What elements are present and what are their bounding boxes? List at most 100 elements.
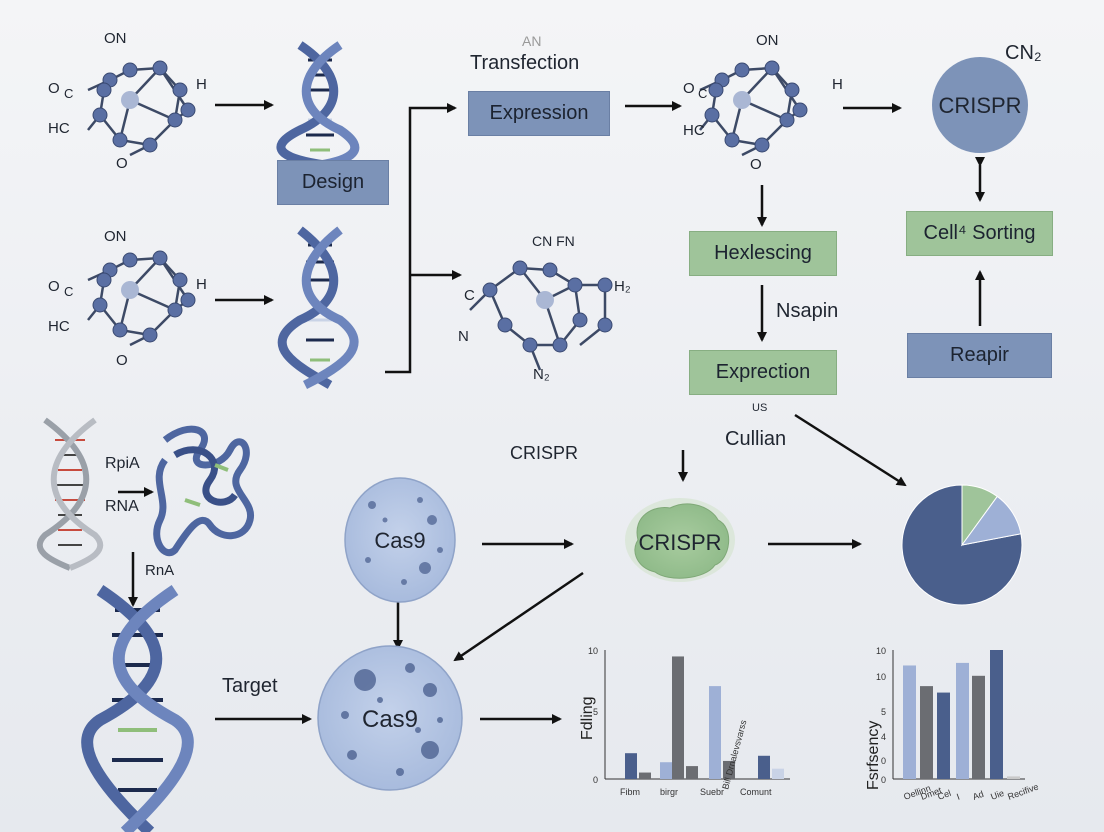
crispr-circle-label: CRISPR	[938, 93, 1022, 118]
bar2-category: Recifive	[1006, 782, 1040, 802]
bar2-bar	[903, 665, 916, 779]
bar2-ytick: 10	[876, 672, 886, 682]
bar2-ytick: 0	[881, 775, 886, 785]
bar2-bar	[920, 686, 933, 779]
cn-corner-label: CN₂	[1005, 42, 1042, 64]
bar1-ytick: 10	[588, 646, 598, 656]
bar1-category: Suebr	[700, 787, 724, 797]
bar2-bar	[1007, 776, 1020, 779]
cn-fn-label: CN FN	[532, 233, 575, 249]
dna-helix-large	[81, 585, 194, 832]
crispr-cell	[625, 498, 735, 582]
m2-atom-hc: HC	[48, 318, 70, 335]
crispr-circle	[932, 57, 1028, 153]
pie-slice-0	[901, 484, 1023, 606]
us-label: US	[752, 402, 768, 414]
cas9-cell-upper	[344, 477, 456, 603]
bar2-category: I	[955, 792, 961, 802]
dna-helix-1	[276, 41, 360, 170]
flow-arrows	[118, 100, 985, 724]
m4-atom-n2: N₂	[533, 366, 550, 383]
bar1-series1-bar	[758, 755, 770, 779]
m3-atom-c: C	[698, 86, 708, 101]
m3-atom-on: ON	[756, 32, 779, 49]
bar1-ylabel: Fdling	[579, 696, 596, 740]
bar1-series2-bar	[686, 766, 698, 779]
hexlescing-box[interactable]: Hexlescing	[689, 231, 837, 276]
bar1-series2-bar	[672, 656, 684, 779]
bar2-ytick: 4	[881, 732, 886, 742]
dna-helix-2	[277, 226, 359, 390]
bar1-category: Fibm	[620, 787, 640, 797]
m1-atom-hc: HC	[48, 120, 70, 137]
cell-sorting-box[interactable]: Cell⁴ Sorting	[906, 211, 1053, 256]
bar1-category: Comunt	[740, 787, 772, 797]
bar1-series2-bar	[639, 772, 651, 779]
expression-box[interactable]: Expression	[468, 91, 610, 136]
m1-atom-on: ON	[104, 30, 127, 47]
bar2-category: Ad	[971, 789, 985, 802]
bar2-bar	[937, 692, 950, 779]
bar1-ytick: 0	[593, 775, 598, 785]
bar2-ylabel: Fsrfsency	[865, 721, 882, 790]
bar1-series2-bar	[723, 760, 735, 779]
rna-small-label: RnA	[145, 562, 175, 579]
rpia-label: RpiA	[105, 455, 140, 472]
target-label: Target	[222, 675, 278, 697]
pie-slice-2	[960, 495, 1022, 546]
bar2-category: Cel	[936, 788, 952, 802]
m2-atom-o: O	[48, 278, 60, 295]
cas9-cell-lower	[317, 645, 463, 791]
bar2-bar	[990, 650, 1003, 779]
crispr-mid-label: CRISPR	[510, 443, 579, 463]
m1-atom-o2: O	[116, 155, 128, 172]
exprection-box[interactable]: Exprection	[689, 350, 837, 395]
bar2-ytick: 0	[881, 756, 886, 766]
dna-helix-small	[36, 417, 104, 571]
cas9-lower-label: Cas9	[361, 706, 419, 733]
rna-label: RNA	[105, 498, 139, 515]
transfection-label: Transfection	[470, 52, 580, 74]
m2-atom-h: H	[196, 276, 207, 293]
atom-centers	[121, 91, 751, 309]
protein-coil	[153, 425, 254, 556]
cas9-upper-label: Cas9	[374, 528, 426, 553]
bar2-ytick: 5	[881, 707, 886, 717]
m3-atom-h: H	[832, 76, 843, 93]
bar1-category: Bill Drnalevsvarss	[720, 718, 748, 790]
m4-atom-n: N	[458, 328, 469, 345]
m3-atom-o: O	[683, 80, 695, 97]
bar1-series1-bar	[660, 762, 672, 779]
m2-atom-on: ON	[104, 228, 127, 245]
pie-chart	[901, 484, 1023, 606]
bar1-series1-bar	[709, 686, 721, 779]
cullian-label: Cullian	[725, 428, 787, 450]
m1-atom-c: C	[64, 86, 74, 101]
bar2-bar	[972, 675, 985, 779]
m3-atom-hc: HC	[683, 122, 705, 139]
m3-atom-o2: O	[750, 156, 762, 173]
m4-atom-c: C	[464, 287, 475, 304]
bar2-ytick: 10	[876, 646, 886, 656]
crispr-cell-label: CRISPR	[638, 530, 722, 555]
m4-atom-h2: H₂	[614, 278, 631, 295]
bar2-category: Uie	[989, 788, 1005, 802]
m2-atom-o2: O	[116, 352, 128, 369]
bar1-ytick: 5	[593, 707, 598, 717]
bar2-bar	[956, 662, 969, 779]
bar1-category: birgr	[660, 787, 678, 797]
reapir-box[interactable]: Reapir	[907, 333, 1052, 378]
design-box[interactable]: Design	[277, 160, 389, 205]
atom-spheres	[92, 60, 808, 353]
nsapin-label: Nsapin	[776, 300, 839, 322]
transfection-ghost-label: AN	[522, 33, 542, 49]
bar1-series2-bar	[772, 768, 784, 779]
m1-atom-h: H	[196, 76, 207, 93]
bar1-series1-bar	[625, 753, 637, 779]
m2-atom-c: C	[64, 284, 74, 299]
m1-atom-o: O	[48, 80, 60, 97]
